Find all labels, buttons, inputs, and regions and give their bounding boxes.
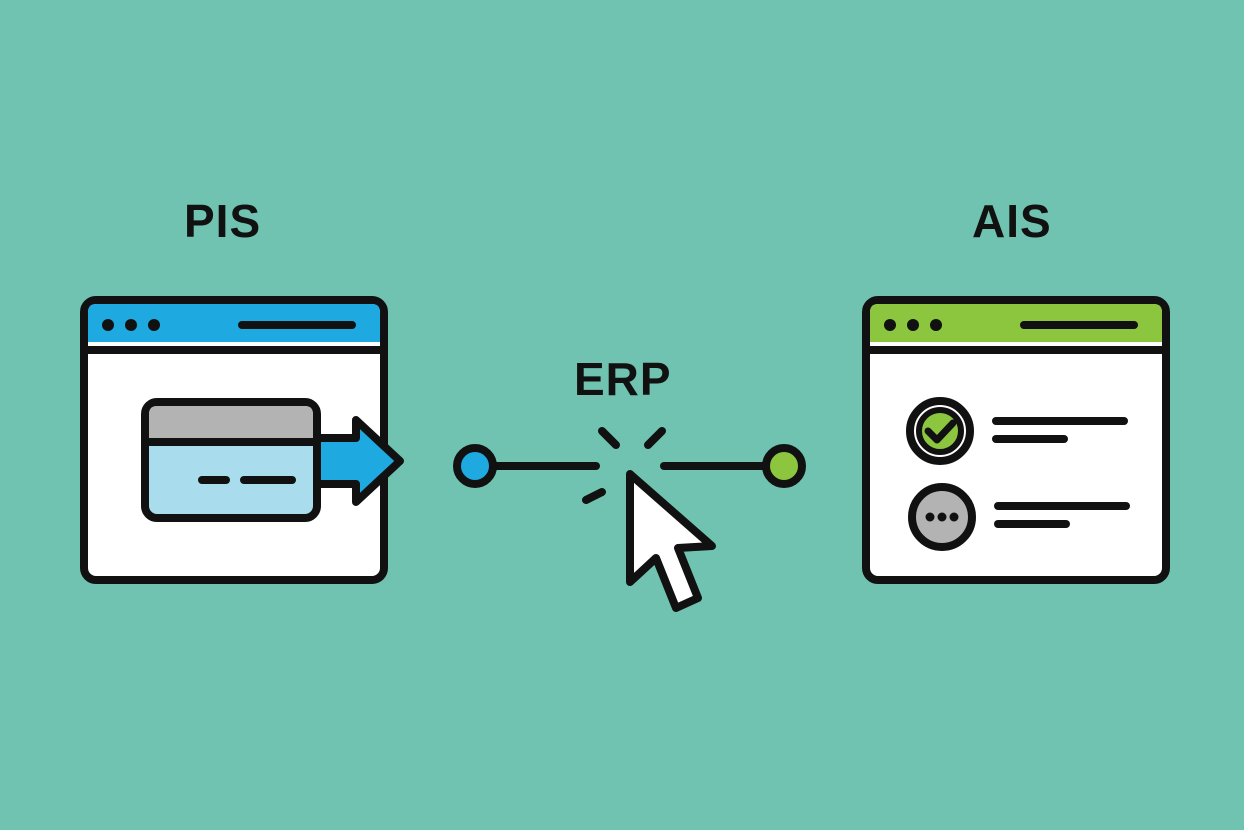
mouse-cursor-icon: [626, 470, 716, 612]
pis-window-dots-icon: [102, 319, 160, 331]
check-circle-icon: [906, 397, 974, 465]
pis-label: PIS: [184, 195, 262, 247]
pending-dots-icon: [908, 483, 976, 551]
connector-line-icon: [453, 444, 806, 488]
ais-endpoint-node: [762, 444, 806, 488]
credit-card-icon: [141, 398, 321, 522]
pis-endpoint-node: [453, 444, 497, 488]
ais-label: AIS: [972, 195, 1052, 247]
check-item-text-lines: [992, 417, 1128, 443]
pending-item-text-lines: [994, 502, 1130, 528]
erp-label: ERP: [574, 353, 672, 405]
ais-window-dots-icon: [884, 319, 942, 331]
click-burst-icon: [582, 427, 666, 504]
